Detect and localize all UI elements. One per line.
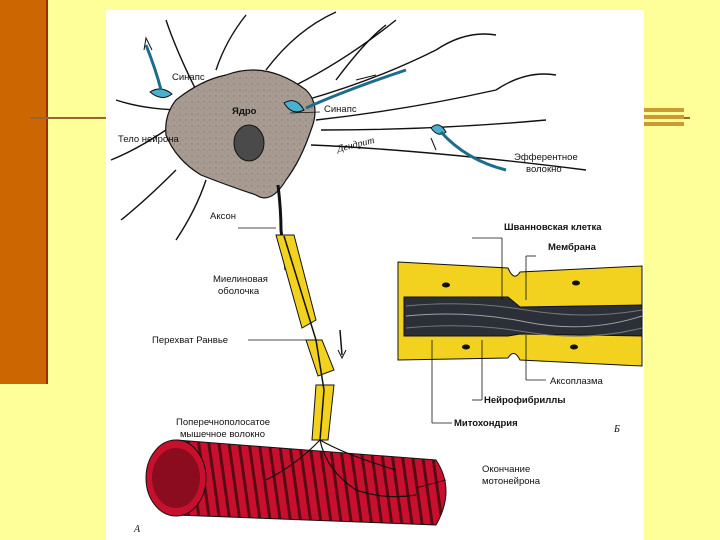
myelin-cross-section	[397, 261, 643, 367]
synapse-right-shape	[283, 100, 305, 113]
label-efferent-2: волокно	[526, 164, 562, 175]
letter-b: Б	[613, 424, 620, 435]
left-accent-bar	[0, 0, 48, 384]
label-mitochondria: Митохондрия	[454, 418, 518, 429]
label-ranvier: Перехват Ранвье	[152, 335, 228, 346]
label-neuron-body: Тело нейрона	[118, 134, 179, 145]
label-synapse-top: Синапс	[172, 72, 205, 83]
label-schwann: Шванновская клетка	[504, 222, 602, 233]
label-muscle-1: Поперечнополосатое	[176, 417, 270, 428]
label-synapse-right: Синапс	[324, 104, 357, 115]
synapse-top-shape	[149, 88, 173, 98]
label-neurofibrils: Нейрофибриллы	[484, 395, 565, 406]
motor-endings	[265, 439, 417, 498]
leader-lines	[238, 111, 546, 489]
nucleus-shape	[233, 124, 265, 162]
axon-shape	[276, 184, 288, 271]
letter-a: А	[133, 524, 141, 535]
label-axon: Аксон	[210, 211, 236, 222]
label-axoplasm: Аксоплазма	[550, 376, 603, 387]
label-myelin-2: оболочка	[218, 286, 260, 297]
muscle-fiber-shape	[145, 439, 447, 526]
label-nucleus: Ядро	[232, 106, 257, 117]
decorative-stripes	[640, 108, 684, 126]
label-motor-1: Окончание	[482, 464, 530, 475]
label-dendrite: Дендрит	[335, 135, 376, 155]
neuron-diagram: Синапс Ядро Тело нейрона Синапс Дендрит …	[110, 11, 643, 535]
myelin-sheath-shape	[275, 234, 335, 441]
label-myelin-1: Миелиновая	[213, 274, 268, 285]
label-membrane: Мембрана	[548, 242, 597, 253]
label-efferent-1: Эфферентное	[514, 152, 578, 163]
dendrites	[110, 11, 587, 241]
label-muscle-2: мышечное волокно	[180, 429, 265, 440]
diagram-panel: Синапс Ядро Тело нейрона Синапс Дендрит …	[106, 10, 644, 540]
label-motor-2: мотонейрона	[482, 476, 541, 487]
